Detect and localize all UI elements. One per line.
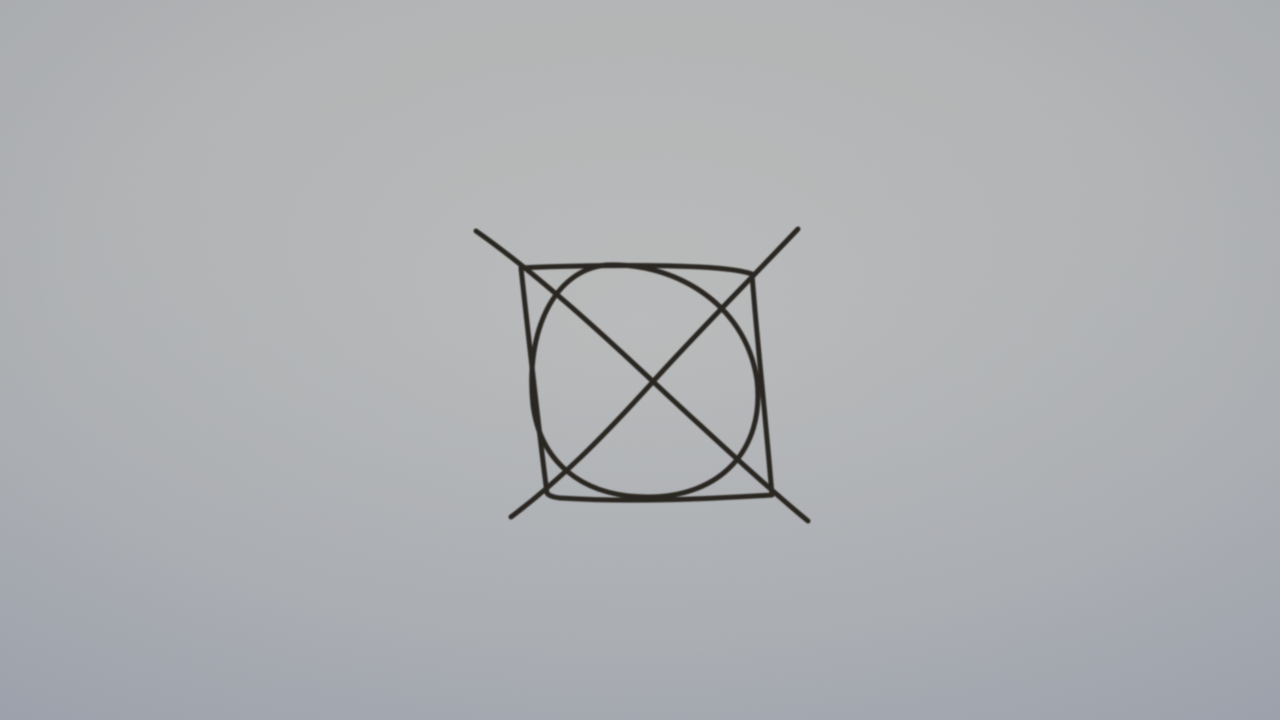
tumble-dry-prohibited-symbol <box>473 226 811 524</box>
square-outline <box>518 262 775 503</box>
cross-line-descending <box>473 228 811 524</box>
cross-line-ascending <box>508 226 801 520</box>
